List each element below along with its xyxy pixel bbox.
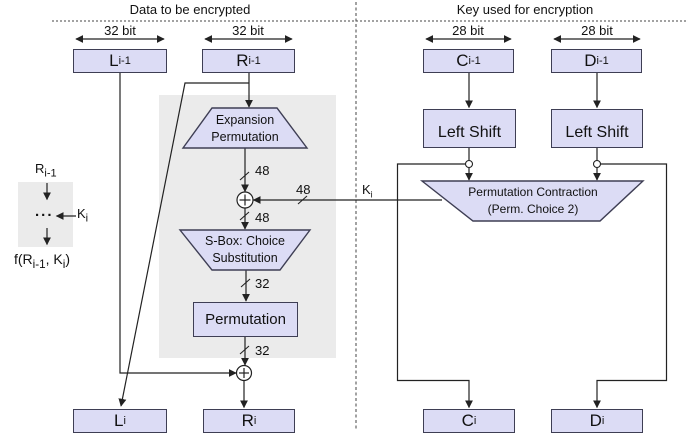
section-dividers <box>52 2 687 431</box>
wire-r-to-l-next <box>118 82 249 407</box>
left-shift-block-c: Left Shift <box>423 109 516 148</box>
sbox-shape <box>178 229 312 271</box>
legend-f-part: , K <box>45 251 63 267</box>
left-shift-label: Left Shift <box>437 124 502 141</box>
bit-label-c: 28 bit <box>452 23 484 38</box>
register-letter: R <box>236 51 249 70</box>
register-letter: C <box>456 51 469 70</box>
legend-f-part: ) <box>65 251 71 267</box>
register-letter: D <box>589 411 602 430</box>
register-subscript: i <box>601 415 605 427</box>
legend-subscript: i <box>85 212 89 225</box>
legend-function-label: f(Ri-1, Ki) <box>14 251 70 271</box>
legend-f-sub: i-1 <box>32 257 46 271</box>
subkey-label: Ki <box>362 182 373 200</box>
expansion-permutation-label: Expansion Permutation <box>183 112 307 145</box>
expansion-line2: Permutation <box>211 129 279 144</box>
wire-loop-to-d-next <box>593 163 668 409</box>
expansion-permutation-shape <box>181 107 309 149</box>
bus-width-label-48: 48 <box>255 163 270 178</box>
section-title-key: Key used for encryption <box>456 2 594 17</box>
register-subscript: i <box>473 415 477 427</box>
bus-width-label-32: 32 <box>255 276 270 291</box>
sbox-label: S-Box: Choice Substitution <box>180 233 310 266</box>
legend-k: Ki <box>77 206 88 225</box>
legend-f-sub: i <box>62 257 66 271</box>
left-shift-label: Left Shift <box>565 124 629 141</box>
legend-letter: K <box>77 206 86 221</box>
permutation-block: Permutation <box>193 302 298 337</box>
register-letter: D <box>584 51 597 70</box>
register-subscript: i <box>253 415 257 427</box>
bit-label-r: 32 bit <box>232 23 264 38</box>
bus-width-label-32: 32 <box>255 343 270 358</box>
sbox-line2: Substitution <box>212 250 278 265</box>
register-letter: L <box>114 411 124 430</box>
register-subscript: i-1 <box>118 55 131 67</box>
branch-node-icon <box>464 159 474 169</box>
bus-width-label-48: 48 <box>255 210 270 225</box>
legend-subscript: i-1 <box>44 167 57 180</box>
xor-icon <box>236 191 254 209</box>
legend-f-part: f(R <box>14 251 33 267</box>
register-letter: R <box>241 411 254 430</box>
legend-dots: ... <box>35 203 54 220</box>
perm-contraction-label: Permutation Contraction (Perm. Choice 2) <box>430 184 636 218</box>
bus-width-ticks <box>239 171 308 355</box>
register-subscript: i-1 <box>468 55 481 67</box>
perm-contraction-line1: Permutation Contraction <box>468 185 598 199</box>
register-subscript: i-1 <box>596 55 609 67</box>
wire-l-to-xor2 <box>119 73 237 377</box>
bit-label-d: 28 bit <box>581 23 613 38</box>
perm-contraction-line2: (Perm. Choice 2) <box>487 201 579 216</box>
bus-width-label-48: 48 <box>296 182 311 197</box>
wire-loop-to-c-next <box>396 163 473 409</box>
register-subscript: i-1 <box>248 55 261 67</box>
branch-node-icon <box>592 159 602 169</box>
register-letter: L <box>109 51 119 70</box>
perm-contraction-shape <box>419 180 645 222</box>
legend-letter: R <box>35 161 45 176</box>
legend-r-prev: Ri-1 <box>35 161 57 180</box>
register-subscript: i <box>123 415 126 427</box>
bit-label-l: 32 bit <box>104 23 136 38</box>
subkey-subscript: i <box>370 189 373 200</box>
subkey-letter: K <box>362 182 371 197</box>
xor-icon <box>235 364 253 382</box>
permutation-label: Permutation <box>205 311 286 328</box>
expansion-line1: Expansion <box>215 113 275 127</box>
sbox-line1: S-Box: Choice <box>205 234 285 248</box>
register-letter: C <box>461 411 474 430</box>
left-shift-block-d: Left Shift <box>551 109 643 148</box>
section-title-data: Data to be encrypted <box>129 2 251 17</box>
